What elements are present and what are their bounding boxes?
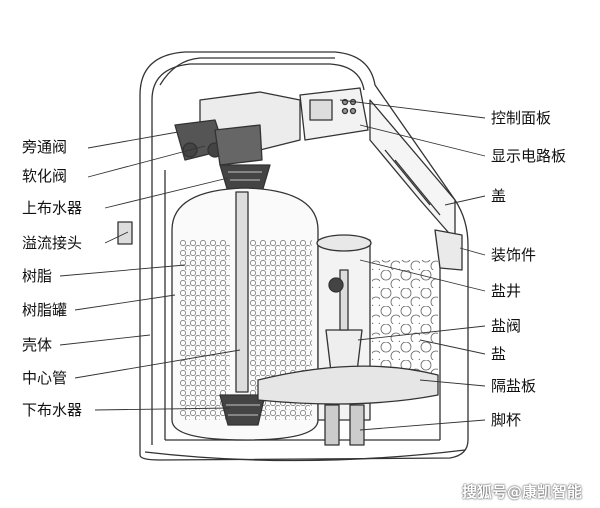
- base-line: [144, 449, 466, 462]
- label-overflow-fitting: 溢流接头: [22, 234, 83, 252]
- label-salt-plate: 隔盐板: [491, 377, 537, 395]
- housing-inner-edge: [151, 63, 365, 445]
- label-center-pipe: 中心管: [22, 369, 68, 387]
- foot-cup-shape: [324, 404, 340, 446]
- label-bypass-valve: 旁通阀: [22, 138, 68, 156]
- label-cover: 盖: [491, 187, 507, 205]
- label-upper-distributor: 上布水器: [22, 199, 83, 217]
- display-window: [309, 99, 333, 121]
- label-decorative-part: 装饰件: [491, 246, 537, 264]
- softening-valve-body: [214, 124, 263, 166]
- salt-plate-shape: [257, 365, 439, 405]
- housing-outline: [139, 51, 469, 461]
- label-brine-well: 盐井: [491, 282, 522, 300]
- cover-panel: [369, 99, 456, 241]
- label-resin-tank: 树脂罐: [22, 301, 68, 319]
- label-housing: 壳体: [22, 336, 53, 354]
- label-salt: 盐: [491, 345, 507, 363]
- label-softening-valve: 软化阀: [22, 167, 68, 185]
- center-pipe-shape: [235, 191, 249, 393]
- label-brine-valve: 盐阀: [491, 317, 522, 335]
- leader-lines: [59, 99, 486, 431]
- lower-distributor-shape: [219, 394, 266, 426]
- label-lower-distributor: 下布水器: [22, 401, 83, 419]
- cover-lines: [384, 149, 431, 206]
- decorative-part-shape: [434, 229, 463, 271]
- cutaway-edge: [164, 170, 441, 441]
- label-foot-cup: 脚杯: [491, 411, 522, 429]
- top-rim: [159, 57, 335, 86]
- watermark: 搜狐号@康凯智能: [462, 483, 583, 501]
- label-control-panel: 控制面板: [491, 109, 552, 127]
- resin-bed-left: [180, 240, 230, 420]
- label-resin: 树脂: [22, 267, 53, 285]
- label-display-circuit-board: 显示电路板: [491, 147, 567, 165]
- float-ball: [328, 277, 344, 293]
